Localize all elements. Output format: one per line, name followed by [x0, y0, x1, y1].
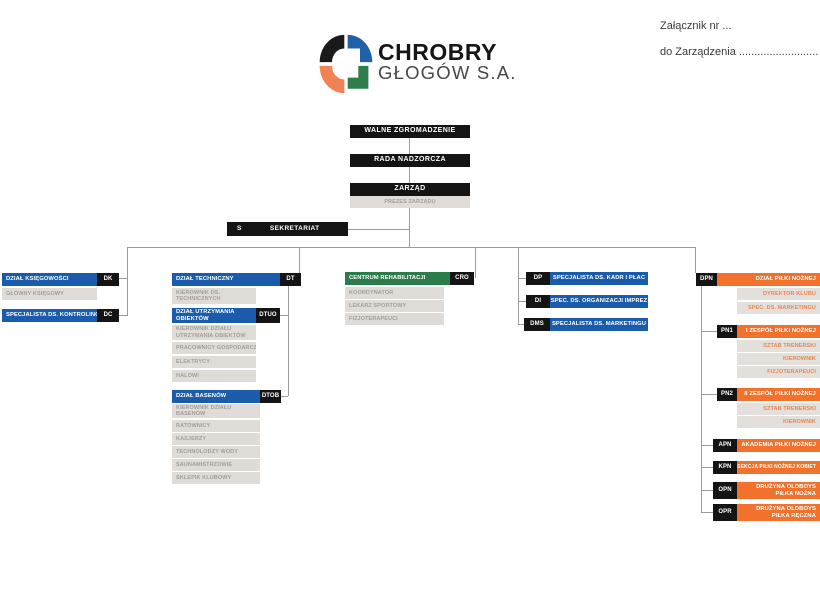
connector [119, 315, 128, 316]
connector [299, 247, 300, 273]
node-zarzad: ZARZĄD [350, 183, 470, 196]
connector [409, 208, 410, 248]
node-kierownik-1: KIEROWNIK [737, 353, 820, 365]
node-fizjoterapeuci: FIZJOTERAPEUCI [345, 313, 444, 325]
node-ratownicy: RATOWNICY [172, 420, 260, 432]
node-akademia-pilki-noznej: AKADEMIA PIŁKI NOŻNEJ [737, 439, 820, 452]
logo-subtitle: GŁOGÓW S.A. [378, 62, 517, 83]
node-druzyna-oldboys-pilka-reczna: DRUŻYNA OLDBOYS PIŁKA RĘCZNA [737, 504, 820, 521]
node-sztab-trenerski-1: SZTAB TRENERSKI [737, 340, 820, 352]
logo-blue-quarter [347, 34, 373, 63]
code-di: DI [526, 295, 550, 308]
node-lekarz-sportowy: LEKARZ SPORTOWY [345, 300, 444, 312]
node-saunamistrzowie: SAUNAMISTRZOWIE [172, 459, 260, 471]
connector [518, 324, 526, 325]
node-walne-zgromadzenie: WALNE ZGROMADZENIE [350, 125, 470, 138]
code-dk: DK [97, 273, 119, 286]
node-prezes-zarzadu: PREZES ZARZĄDU [350, 196, 470, 208]
node-dzial-ksiegowosci: DZIAŁ KSIĘGOWOŚCI [2, 273, 97, 286]
connector [119, 278, 128, 279]
code-dtuo: DTUO [256, 308, 280, 323]
code-s: S [237, 225, 242, 233]
connector [701, 331, 717, 332]
node-dzial-techniczny: DZIAŁ TECHNICZNY [172, 273, 280, 286]
code-dt: DT [280, 273, 301, 286]
node-kierownik-techniczny: KIEROWNIK DS. TECHNICZNYCH [172, 288, 256, 304]
connector [701, 394, 717, 395]
attachment-number-line: Załącznik nr ... [660, 20, 732, 32]
node-kierownik-basenow: KIEROWNIK DZIAŁU BASENÓW [172, 404, 260, 418]
connector [695, 247, 696, 273]
connector [518, 247, 519, 325]
node-ii-zespol-pilki-noznej: II ZESPÓŁ PIŁKI NOŻNEJ [737, 388, 820, 401]
node-koordynator: KOORDYNATOR [345, 287, 444, 299]
node-kierownik-2: KIEROWNIK [737, 416, 820, 428]
connector [128, 247, 696, 248]
logo-green-quarter [347, 65, 369, 89]
connector [701, 286, 702, 513]
node-rada-nadzorcza: RADA NADZORCZA [350, 154, 470, 167]
node-i-zespol-pilki-noznej: I ZESPÓŁ PIŁKI NOŻNEJ [737, 325, 820, 338]
connector [281, 396, 288, 397]
node-sklepik-klubowy: SKLEPIK KLUBOWY [172, 472, 260, 484]
node-centrum-rehabilitacji: CENTRUM REHABILITACJI [345, 272, 450, 285]
code-pn1: PN1 [717, 325, 737, 338]
code-apn: APN [713, 439, 737, 452]
connector [409, 138, 410, 154]
node-halowi: HALOWI [172, 370, 256, 382]
node-spec-organizacji-imprez: SPEC. DS. ORGANIZACJI IMPREZ [550, 295, 648, 308]
connector [701, 467, 713, 468]
node-glowny-ksiegowy: GŁÓWNY KSIĘGOWY [2, 288, 97, 300]
club-logo-icon [319, 34, 373, 94]
node-kasjerzy: KASJERZY [172, 433, 260, 445]
code-dp: DP [526, 272, 550, 285]
code-dpn: DPN [696, 273, 717, 286]
node-pracownicy-gospodarczy: PRACOWNICY GOSPODARCZY [172, 342, 256, 354]
code-opn: OPN [713, 482, 737, 499]
connector [518, 301, 526, 302]
code-dms: DMS [524, 318, 550, 331]
node-dyrektor-klubu: DYREKTOR KLUBU [737, 288, 820, 300]
connector [475, 247, 476, 278]
node-kierownik-utrzymania: KIEROWNIK DZIAŁU UTRZYMANIA OBIEKTÓW [172, 325, 256, 340]
node-specjalista-kontrolingu: SPECJALISTA DS. KONTROLINGU [2, 309, 97, 322]
connector [701, 512, 713, 513]
node-technolodzy-wody: TECHNOLODZY WODY [172, 446, 260, 458]
node-sekcja-pilki-noznej-kobiet: SEKCJA PIŁKI NOŻNEJ KOBIET [737, 461, 820, 474]
node-sekretariat: S SEKRETARIAT [227, 222, 348, 236]
code-pn2: PN2 [717, 388, 737, 401]
node-druzyna-oldboys-pilka-nozna: DRUŻYNA OLDBOYS PIŁKA NOŻNA [737, 482, 820, 499]
logo-black-quarter [319, 34, 345, 63]
node-specjalista-marketingu: SPECJALISTA DS. MARKETINGU [550, 318, 648, 331]
logo-orange-quarter [319, 65, 345, 94]
node-sztab-trenerski-2: SZTAB TRENERSKI [737, 403, 820, 415]
node-dzial-basenow: DZIAŁ BASENÓW [172, 390, 260, 403]
connector [518, 278, 526, 279]
connector [348, 229, 410, 230]
node-spec-ds-marketingu: SPEC. DS. MARKETINGU [737, 302, 820, 314]
code-kpn: KPN [713, 461, 737, 474]
code-dtob: DTOB [260, 390, 281, 403]
node-specjalista-kadr-i-plac: SPECJALISTA DS. KADR I PŁAC [550, 272, 648, 285]
connector [409, 167, 410, 183]
code-dc: DC [97, 309, 119, 322]
connector [701, 445, 713, 446]
connector [127, 247, 128, 316]
node-dzial-utrzymania-obiektow: DZIAŁ UTRZYMANIA OBIEKTÓW [172, 308, 256, 323]
connector [288, 286, 289, 396]
connector [280, 315, 288, 316]
attachment-order-line: do Zarządzenia .........................… [660, 46, 819, 58]
node-fizjoterapeuci-1: FIZJOTERAPEUCI [737, 366, 820, 378]
node-elektrycy: ELEKTRYCY [172, 356, 256, 368]
logo-title: CHROBRY [378, 39, 497, 65]
sekretariat-label: SEKRETARIAT [269, 225, 320, 233]
node-dzial-pilki-noznej: DZIAŁ PIŁKI NOŻNEJ [717, 273, 820, 286]
connector [701, 490, 713, 491]
code-cro: CRO [450, 272, 474, 285]
code-opr: OPR [713, 504, 737, 521]
